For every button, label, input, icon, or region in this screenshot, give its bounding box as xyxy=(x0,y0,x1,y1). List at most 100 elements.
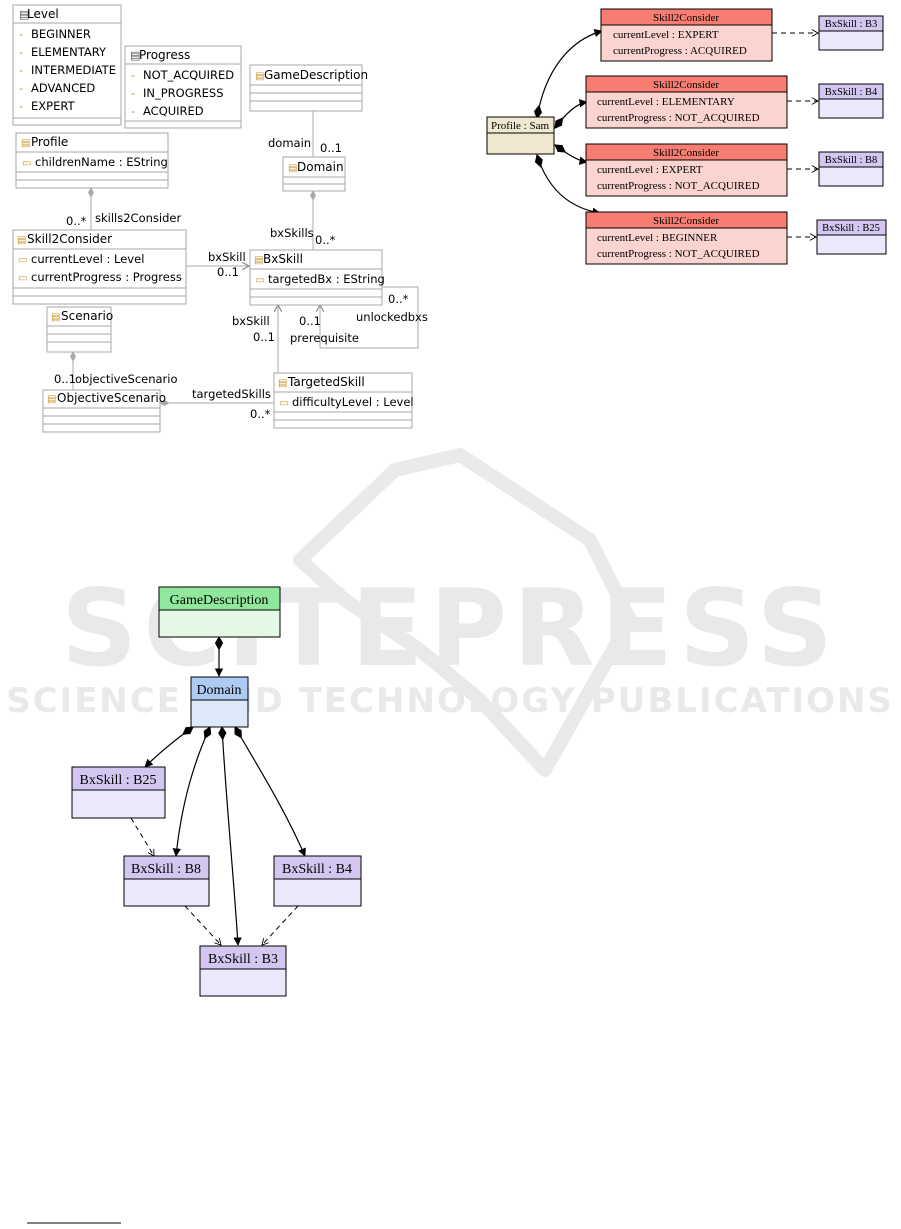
label-targeted-role: targetedSkills xyxy=(192,387,271,401)
enum-level-literal: ELEMENTARY xyxy=(31,45,107,59)
skill-node-level: currentLevel : EXPERT xyxy=(613,29,719,41)
watermark-emblem xyxy=(293,448,637,777)
class-game-description[interactable]: ▤ GameDescription xyxy=(249,64,368,112)
bxskill-b3-label: BxSkill : B3 xyxy=(208,952,278,967)
class-icon: ▤ xyxy=(254,255,263,266)
association-labels: domain 0..1 0..* skills2Consider bxSkill… xyxy=(54,136,428,421)
label-prereq-mult: 0..1 xyxy=(299,314,321,328)
skill-node-level: currentLevel : ELEMENTARY xyxy=(597,96,735,108)
domain-node[interactable]: Domain xyxy=(190,676,249,728)
watermark-line2: SCIENCE AND TECHNOLOGY PUBLICATIONS xyxy=(6,681,894,721)
metamodel-diagram: ▤ Level - BEGINNER - ELEMENTARY - INTERM… xyxy=(12,4,428,433)
class-icon: ▤ xyxy=(278,378,287,389)
class-domain[interactable]: ▤ Domain xyxy=(282,156,346,192)
bxskill-b4-node[interactable]: BxSkill : B4 xyxy=(273,855,362,907)
label-bxskills-role: bxSkills xyxy=(270,226,314,240)
label-ts-bxskill-role: bxSkill xyxy=(232,314,270,328)
class-game-description-name: GameDescription xyxy=(264,68,368,82)
enum-progress-literal: ACQUIRED xyxy=(143,104,204,118)
domain-instance-diagram: GameDescription Domain BxSkill : B25 BxS… xyxy=(71,586,362,997)
class-icon: ▤ xyxy=(17,235,26,246)
bxskill-b8-node[interactable]: BxSkill : B8 xyxy=(123,855,210,907)
bxskill-self-link xyxy=(320,286,419,349)
class-objective-scenario[interactable]: ▤ ObjectiveScenario xyxy=(42,389,166,433)
svg-text:-: - xyxy=(19,99,23,113)
class-scenario[interactable]: ▤ Scenario xyxy=(46,306,113,353)
game-description-node[interactable]: GameDescription xyxy=(158,586,281,638)
edge-b8-b3 xyxy=(184,905,221,945)
label-ts-bxskill-mult: 0..1 xyxy=(253,330,275,344)
skill-node-progress: currentProgress : ACQUIRED xyxy=(613,45,747,57)
skill-node[interactable]: Skill2Consider currentLevel : EXPERT cur… xyxy=(585,143,788,197)
class-profile-attr: childrenName : EString xyxy=(35,155,168,169)
skill-node-title: Skill2Consider xyxy=(653,147,719,159)
label-unlockedbxs-role: unlockedbxs xyxy=(356,310,428,324)
class-bxskill-name: BxSkill xyxy=(263,252,303,266)
enum-progress-literal: NOT_ACQUIRED xyxy=(143,68,234,82)
domain-dashed-edges xyxy=(130,817,299,945)
enum-level-literal: EXPERT xyxy=(31,99,75,113)
class-icon: ▤ xyxy=(255,71,264,82)
bxskill-target-node[interactable]: BxSkill : B4 xyxy=(818,83,884,119)
label-targeted-mult: 0..* xyxy=(250,407,271,421)
game-description-label: GameDescription xyxy=(170,593,269,608)
enum-level-literal: INTERMEDIATE xyxy=(31,63,116,77)
skill-node-progress: currentProgress : NOT_ACQUIRED xyxy=(597,112,760,124)
edge-profile-skill2 xyxy=(554,99,588,129)
bxskill-b25-node[interactable]: BxSkill : B25 xyxy=(71,766,166,819)
edge-domain-b25 xyxy=(144,726,194,768)
skill-node-title: Skill2Consider xyxy=(653,12,719,24)
skill-node[interactable]: Skill2Consider currentLevel : BEGINNER c… xyxy=(585,211,788,265)
skill-node-progress: currentProgress : NOT_ACQUIRED xyxy=(597,248,760,260)
class-profile-name: Profile xyxy=(31,135,68,149)
edge-domain-b3 xyxy=(218,725,242,946)
skill-node[interactable]: Skill2Consider currentLevel : ELEMENTARY… xyxy=(585,75,788,129)
edge-domain-b4 xyxy=(234,726,306,857)
enum-progress-literal: IN_PROGRESS xyxy=(143,86,224,100)
label-prereq-role: prerequisite xyxy=(290,331,359,345)
svg-text:-: - xyxy=(131,104,135,118)
class-icon: ▤ xyxy=(47,394,56,405)
skill-node[interactable]: Skill2Consider currentLevel : EXPERT cur… xyxy=(600,8,773,62)
bxskill-target-node[interactable]: BxSkill : B8 xyxy=(818,151,884,187)
svg-text:-: - xyxy=(131,68,135,82)
bxskill-target-label: BxSkill : B8 xyxy=(825,155,878,166)
profile-node[interactable]: Profile : Sam xyxy=(486,116,555,155)
class-domain-name: Domain xyxy=(297,160,344,174)
profile-instance-diagram: Profile : Sam Skill2Consider currentLeve… xyxy=(486,8,887,265)
class-targeted-skill[interactable]: ▤ TargetedSkill ▭ difficultyLevel : Leve… xyxy=(273,372,414,429)
enum-progress[interactable]: ▤ Progress - NOT_ACQUIRED - IN_PROGRESS … xyxy=(124,45,242,129)
enum-level[interactable]: ▤ Level - BEGINNER - ELEMENTARY - INTERM… xyxy=(12,4,122,126)
edge-profile-skill4 xyxy=(534,154,601,216)
svg-text:-: - xyxy=(131,86,135,100)
class-skill2consider-attr: currentLevel : Level xyxy=(31,252,144,266)
class-skill2consider-name: Skill2Consider xyxy=(27,232,112,246)
label-domain-role: domain xyxy=(268,136,311,150)
attribute-icon: ▭ xyxy=(22,158,31,169)
domain-label: Domain xyxy=(196,683,241,698)
edge-profile-skill3 xyxy=(554,144,588,165)
domain-edges xyxy=(144,635,306,946)
enum-icon: ▤ xyxy=(130,49,140,62)
enum-level-name: Level xyxy=(27,7,59,21)
bxskill-target-node[interactable]: BxSkill : B3 xyxy=(818,15,884,51)
class-profile[interactable]: ▤ Profile ▭ childrenName : EString xyxy=(15,132,169,189)
edge-b25-b8 xyxy=(130,817,154,856)
class-targeted-skill-name: TargetedSkill xyxy=(287,375,365,389)
class-bxskill[interactable]: ▤ BxSkill ▭ targetedBx : EString xyxy=(249,249,385,306)
class-icon: ▤ xyxy=(21,138,30,149)
class-objective-scenario-name: ObjectiveScenario xyxy=(57,391,166,405)
svg-text:-: - xyxy=(19,63,23,77)
attribute-icon: ▭ xyxy=(279,398,288,409)
profile-node-label: Profile : Sam xyxy=(491,120,549,132)
svg-text:-: - xyxy=(19,45,23,59)
edge-domain-b8 xyxy=(172,726,212,857)
profile-edges xyxy=(533,29,603,216)
class-skill2consider[interactable]: ▤ Skill2Consider ▭ currentLevel : Level … xyxy=(12,229,187,305)
attribute-icon: ▭ xyxy=(18,273,27,284)
bxskill-b3-node[interactable]: BxSkill : B3 xyxy=(199,945,287,997)
class-bxskill-attr: targetedBx : EString xyxy=(268,272,385,286)
bxskill-target-node[interactable]: BxSkill : B25 xyxy=(816,219,887,255)
edge-b4-b3 xyxy=(262,905,299,945)
